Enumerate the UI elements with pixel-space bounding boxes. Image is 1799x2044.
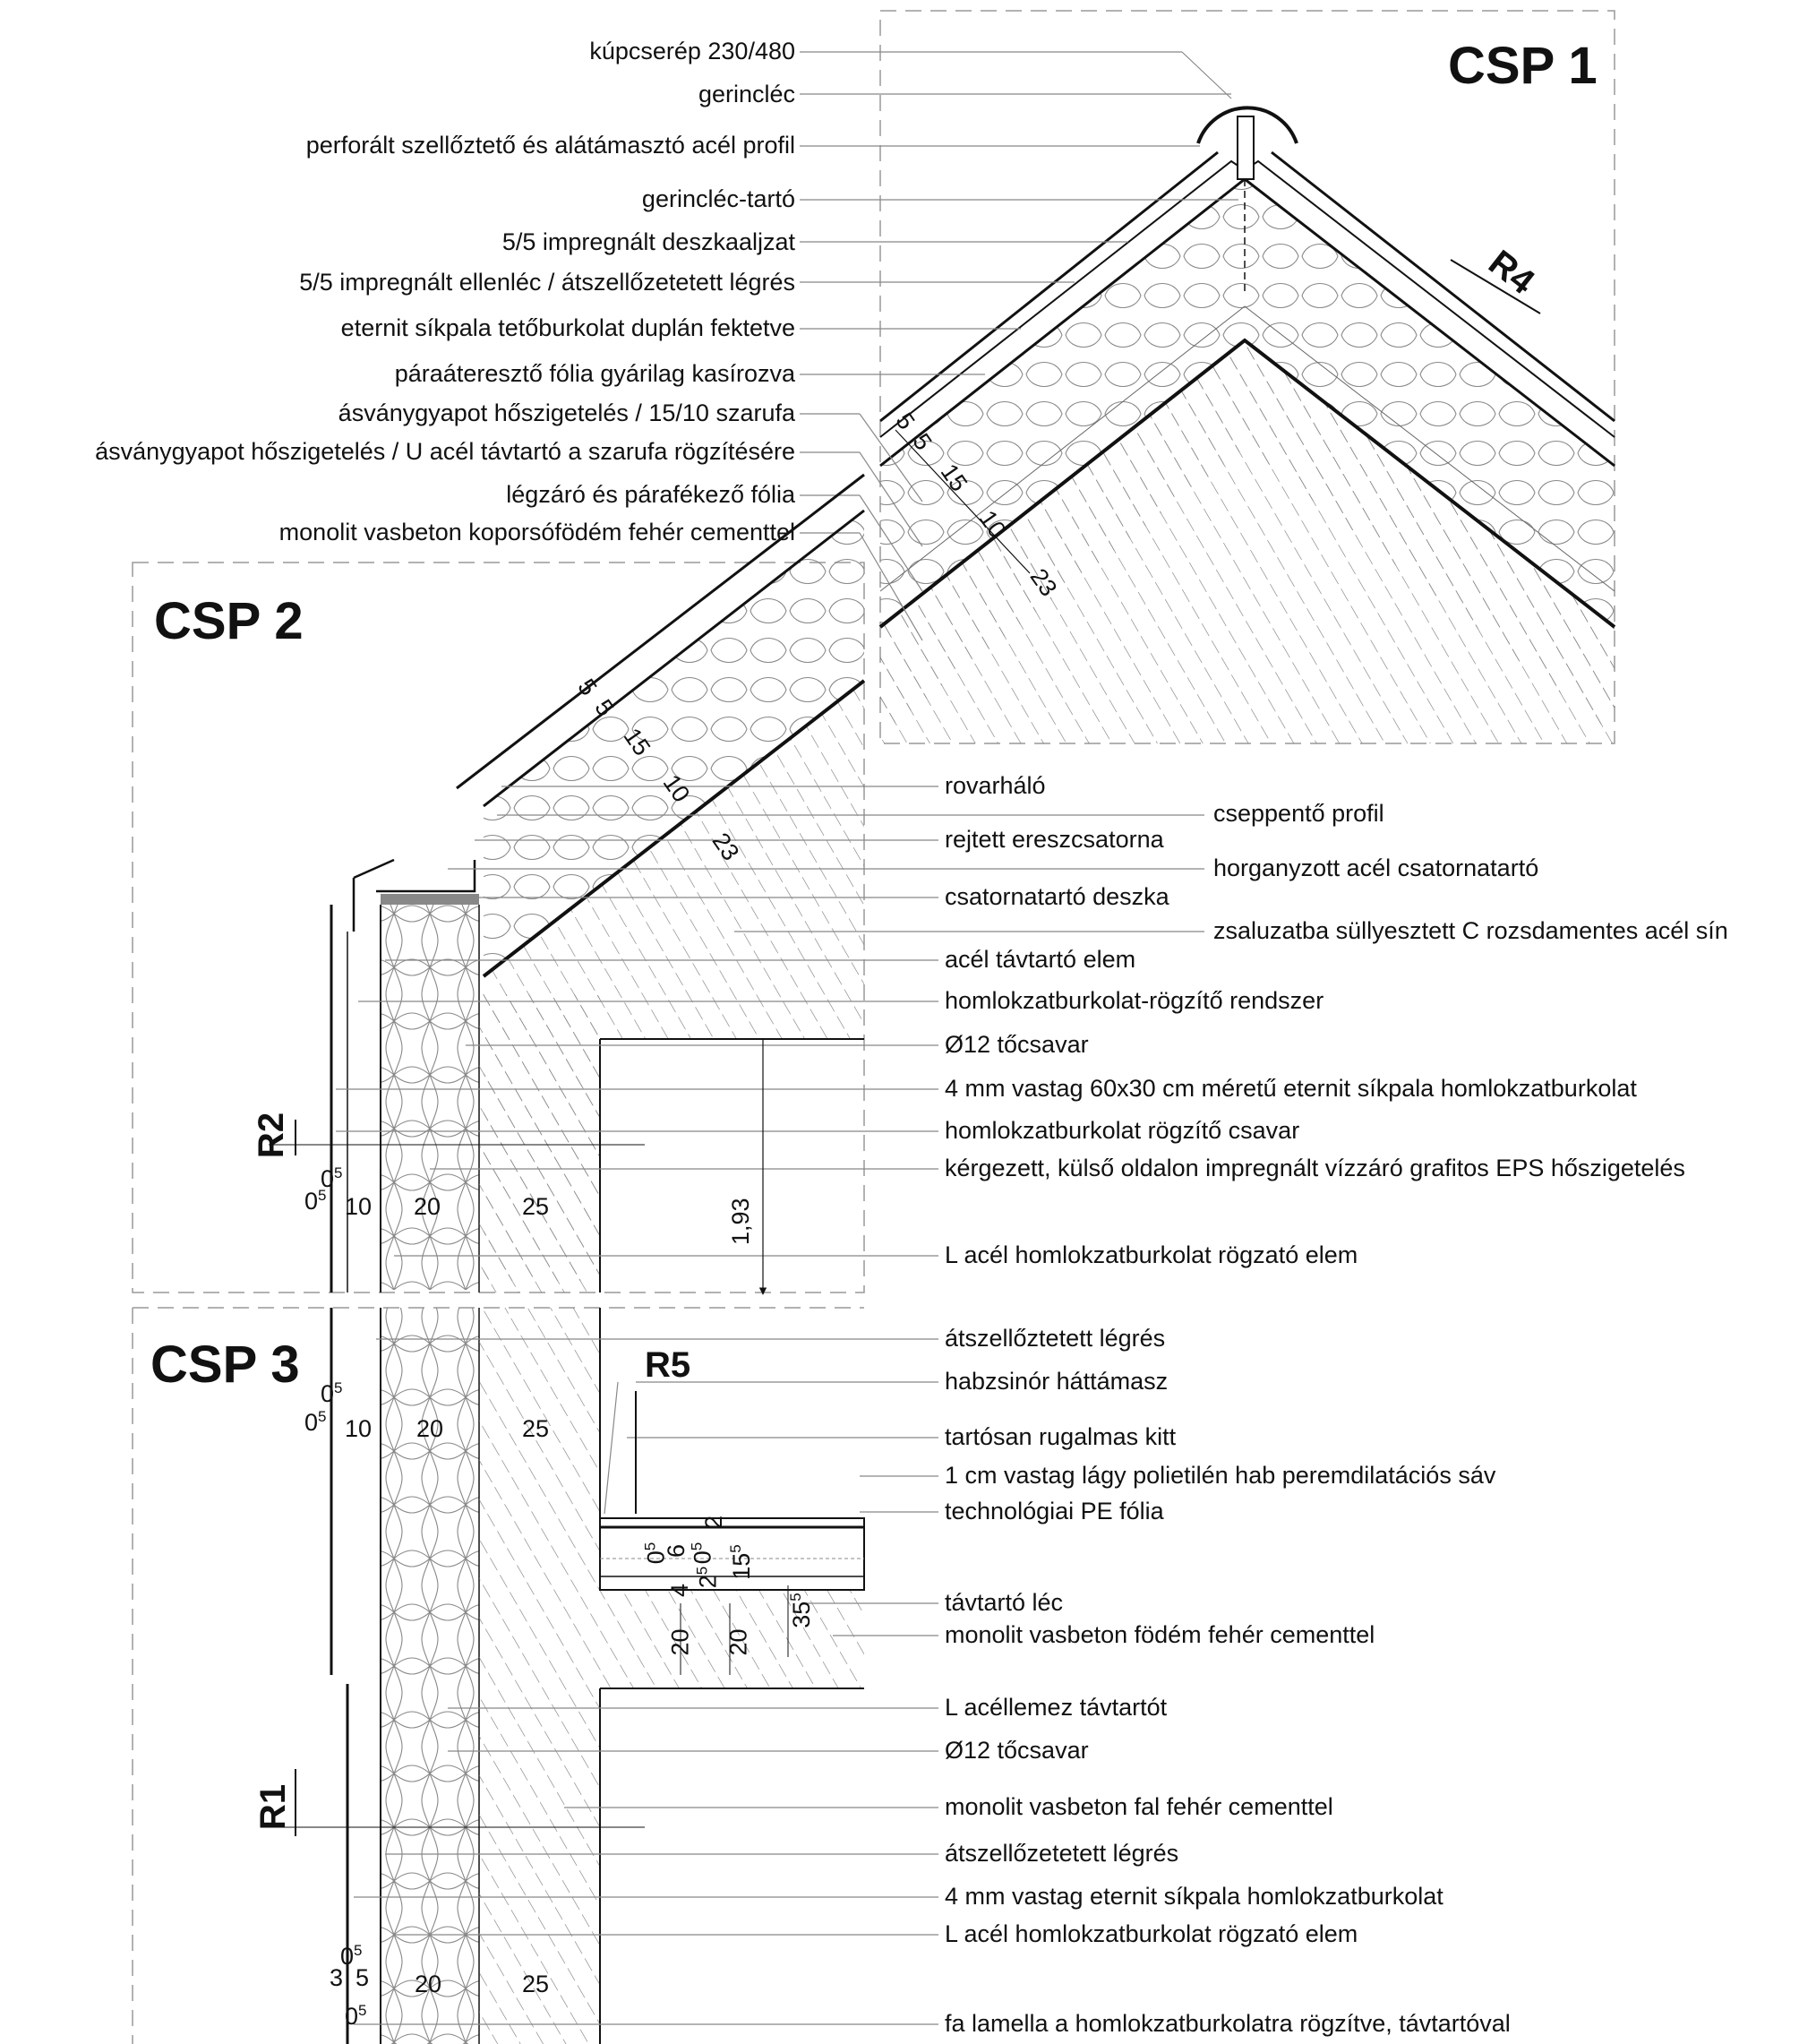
dim-label: 05 [304,1187,327,1215]
csp1-label: monolit vasbeton koporsófödém fehér ceme… [278,519,795,545]
csp2-label: L acél homlokzatburkolat rögzató elem [945,1241,1358,1268]
dim-label: 25 [522,1193,550,1220]
csp1-label: légzáró és párafékező fólia [506,481,795,508]
csp3-label: tartósan rugalmas kitt [945,1423,1177,1450]
csp2-label: 4 mm vastag 60x30 cm méretű eternit síkp… [945,1075,1637,1102]
frame-csp2 [132,562,865,1293]
csp1-label: ásványgyapot hőszigetelés / U acél távta… [95,438,795,465]
csp1-label: kúpcserép 230/480 [589,38,795,64]
csp2-label: zsaluzatba süllyesztett C rozsdamentes a… [1213,917,1728,944]
csp3-label: átszellőzetetett légrés [945,1840,1179,1867]
dim-label: 25 [522,1415,550,1442]
csp2-label: horganyzott acél csatornatartó [1213,855,1539,881]
dim-label: 05 [304,1408,327,1436]
csp1-ridge [800,51,1616,743]
section-r5: R5 [645,1345,691,1385]
dim-label: 05 [345,2002,367,2030]
csp1-label: ásványgyapot hőszigetelés / 15/10 szaruf… [338,399,795,426]
dim-label: 25 [693,1566,722,1589]
title-csp3: CSP 3 [150,1335,300,1394]
csp3-label: Ø12 tőcsavar [945,1737,1089,1764]
dim-label: 10 [345,1415,373,1442]
csp3-label: távtartó léc [945,1589,1064,1616]
title-csp2: CSP 2 [154,592,304,650]
csp3-label: átszellőztetett légrés [945,1325,1166,1352]
dim-label: 20 [415,1971,442,1997]
csp2-label: rovarháló [945,772,1046,799]
dim-label: 05 [321,1379,343,1407]
csp3-label: monolit vasbeton födém fehér cementtel [945,1621,1375,1648]
title-csp1: CSP 1 [1448,37,1598,95]
dim-label: 355 [786,1593,815,1628]
csp3-label: monolit vasbeton fal fehér cementtel [945,1793,1333,1820]
csp3-label: habzsinór háttámasz [945,1368,1169,1395]
csp3-floor-wall [269,1308,938,2044]
section-r1: R1 [253,1783,294,1831]
dim-label: 20 [416,1415,444,1442]
csp1-label: gerincléc [698,81,795,107]
csp2-label: cseppentő profil [1213,800,1384,827]
dim-label: 155 [726,1544,755,1580]
csp1-label: 5/5 impregnált deszkaaljzat [501,228,795,255]
csp2-label: rejtett ereszcsatorna [945,826,1164,853]
csp3-label: L acéllemez távtartót [945,1694,1168,1721]
csp3-label: fa lamella a homlokzatburkolatra rögzítv… [945,2010,1511,2037]
csp1-label: 5/5 impregnált ellenléc / átszellőzetete… [299,269,795,296]
dim-label: 05 [688,1542,716,1565]
csp3-label: technológiai PE fólia [945,1498,1164,1524]
csp3-label: 1 cm vastag lágy polietilén hab peremdil… [945,1462,1496,1489]
level-dimension: 1,93 [727,1198,754,1245]
csp2-eave-wall [269,473,1204,1295]
csp2-label: Ø12 tőcsavar [945,1031,1089,1058]
dim-label: 2 [700,1515,728,1530]
csp2-label: homlokzatburkolat-rögzítő rendszer [945,987,1324,1014]
csp2-label: csatornatartó deszka [945,883,1169,910]
dim-label: 20 [666,1628,694,1656]
dim-label: 10 [345,1193,373,1220]
csp1-label: páraáteresztő fólia gyárilag kasírozva [394,360,795,387]
dim-label: 6 [663,1543,690,1559]
csp1-label: perforált szellőztető és alátámasztó acé… [305,132,795,159]
csp1-label: gerincléc-tartó [641,185,795,212]
dim-label: 20 [724,1628,752,1656]
dim-label: 3 [330,1964,344,1991]
csp3-label: 4 mm vastag eternit síkpala homlokzatbur… [945,1883,1443,1910]
section-r2: R2 [252,1112,292,1159]
dim-label: 4 [666,1583,694,1598]
dim-label: 05 [340,1942,363,1970]
csp3-label: L acél homlokzatburkolat rögzató elem [945,1920,1358,1947]
dim-label: 05 [321,1164,343,1192]
csp2-label: kérgezett, külső oldalon impregnált vízz… [945,1155,1685,1181]
dim-label: 5 [356,1964,370,1991]
csp2-label: acél távtartó elem [945,946,1136,973]
dim-label: 25 [522,1971,550,1997]
csp1-label: eternit síkpala tetőburkolat duplán fekt… [340,314,795,341]
csp2-label: homlokzatburkolat rögzítő csavar [945,1117,1300,1144]
dim-label: 20 [414,1193,441,1220]
